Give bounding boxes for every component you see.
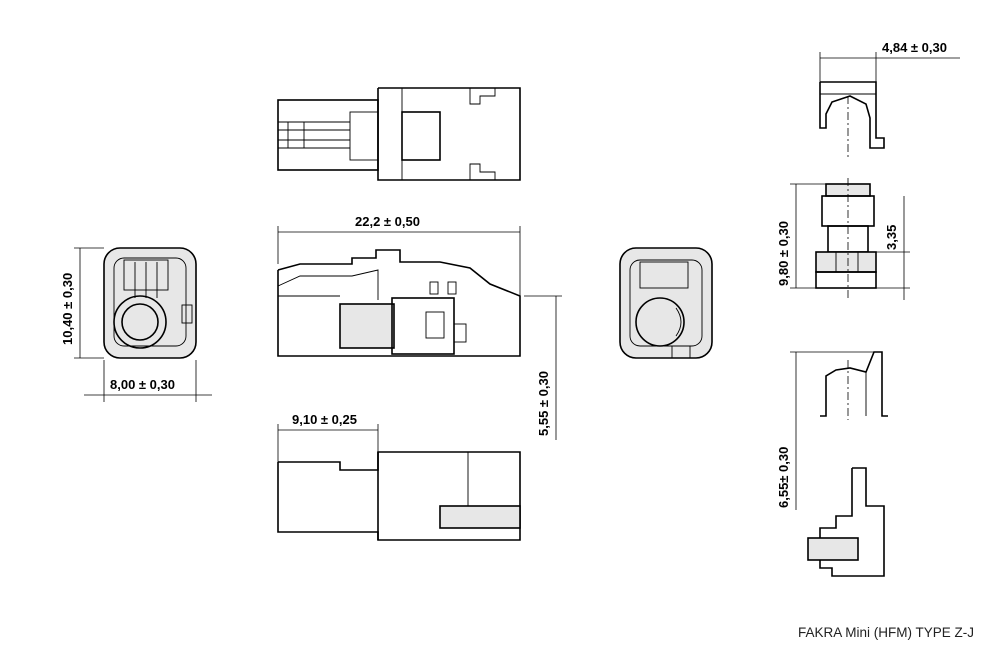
dim-clip-height-label: 9,80 ± 0,30 xyxy=(776,221,791,286)
dim-clip-width xyxy=(819,52,960,82)
dim-bottom-length xyxy=(277,424,379,462)
dim-width-front xyxy=(84,360,212,402)
dim-offset-side xyxy=(524,295,562,440)
dim-clip-lower-label: 6,55± 0,30 xyxy=(776,447,791,508)
dim-length-label: 22,2 ± 0,50 xyxy=(355,214,420,229)
dim-clip-gap xyxy=(876,196,910,300)
clip-lower xyxy=(820,351,888,420)
rear-view xyxy=(619,247,713,359)
clip-bottom xyxy=(807,467,885,577)
drawing-caption: FAKRA Mini (HFM) TYPE Z-J xyxy=(797,625,974,640)
dim-clip-gap-label: 3,35 xyxy=(884,225,899,250)
dim-width-front-label: 8,00 ± 0,30 xyxy=(110,377,175,392)
dim-offset-side-label: 5,55 ± 0,30 xyxy=(536,371,551,436)
bottom-view xyxy=(277,451,521,541)
top-view xyxy=(277,87,521,181)
clip-middle xyxy=(815,178,877,300)
dim-length xyxy=(277,226,521,296)
dim-height-front xyxy=(74,247,104,359)
dim-height-front-label: 10,40 ± 0,30 xyxy=(60,273,75,345)
clip-top xyxy=(819,81,885,160)
front-view xyxy=(103,247,197,359)
dim-clip-width-label: 4,84 ± 0,30 xyxy=(882,40,947,55)
dim-bottom-length-label: 9,10 ± 0,25 xyxy=(292,412,357,427)
dim-clip-lower xyxy=(790,351,874,510)
side-view xyxy=(277,249,521,357)
dim-clip-height xyxy=(790,183,826,289)
